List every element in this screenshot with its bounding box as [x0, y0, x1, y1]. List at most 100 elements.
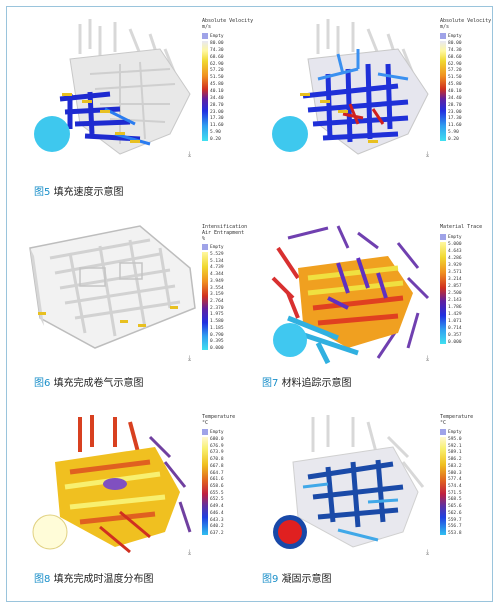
colorbar-tick-label: 649.4 [210, 504, 224, 510]
empty-swatch [440, 234, 446, 240]
colorbar-tick-label: 664.7 [210, 470, 224, 476]
colorbar-tick-label: 595.0 [448, 437, 462, 442]
colorbar-tick-label: 586.2 [448, 457, 462, 463]
empty-swatch [440, 429, 446, 435]
legend-unit: °C [202, 420, 209, 426]
legend-unit: °C [440, 420, 447, 426]
temp8-colorbar [202, 437, 208, 535]
colorbar-tick-label: 589.1 [448, 450, 462, 456]
colorbar-tick-label: 5.529 [210, 252, 224, 257]
empty-label: Empty [210, 34, 224, 39]
colorbar-tick-label: 1.786 [448, 305, 462, 310]
colorbar-tick-label: 643.3 [210, 517, 224, 523]
empty-swatch [202, 429, 208, 435]
colorbar-tick-label: 57.20 [448, 68, 462, 74]
colorbar-tick-label: 34.40 [210, 95, 224, 101]
svg-text:⤓: ⤓ [188, 354, 191, 362]
legend-title: Absolute Velocity [440, 18, 492, 24]
caption-fig5: 图5 填充速度示意图 [34, 183, 124, 198]
colorbar-tick-label: 68.60 [448, 54, 462, 60]
colorbar-tick-label: 2.370 [210, 305, 224, 311]
colorbar-tick-label: 3.214 [448, 277, 462, 282]
colorbar-tick-label: 4.643 [448, 249, 462, 254]
colorbar-tick-label: 0.357 [448, 333, 462, 338]
caption-fig7: 图7 材料追踪示意图 [262, 374, 352, 389]
colorbar-tick-label: 57.20 [210, 68, 224, 74]
trace-colorbar [440, 242, 446, 344]
caption-number: 图9 [262, 574, 279, 585]
caption-number: 图5 [34, 187, 51, 198]
colorbar-tick-label: 4.739 [210, 265, 224, 271]
colorbar-tick-label: 580.3 [448, 470, 462, 476]
colorbar-tick-label: 1.071 [448, 319, 462, 324]
colorbar-tick-label: 45.80 [448, 82, 462, 88]
colorbar-tick-label: 40.10 [448, 89, 462, 94]
velocity-render-right: ⤓ [272, 19, 429, 158]
colorbar-tick-label: 62.90 [210, 61, 224, 67]
legend-title: Intensification [202, 224, 248, 230]
caption-number: 图8 [34, 574, 51, 585]
colorbar-tick-label: 556.7 [448, 524, 462, 530]
colorbar-tick-label: 0.000 [210, 346, 224, 351]
colorbar-tick-label: 0.714 [448, 326, 462, 331]
colorbar-tick-label: 1.429 [448, 312, 462, 317]
colorbar-tick-label: 23.00 [448, 109, 462, 115]
legend-title: Temperature [440, 414, 474, 420]
caption-number: 图7 [262, 378, 279, 389]
colorbar-tick-label: 23.00 [210, 109, 224, 115]
colorbar-tick-label: 574.4 [448, 484, 462, 489]
legend-title-2: Air Entrapment [202, 230, 245, 236]
caption-text: 凝固示意图 [281, 574, 332, 585]
colorbar-tick-label: 568.5 [448, 497, 462, 503]
colorbar-tick-label: 655.5 [210, 490, 224, 496]
figure-frame [6, 6, 493, 602]
caption-fig8: 图8 填充完成时温度分布图 [34, 570, 154, 585]
caption-fig6: 图6 填充完成卷气示意图 [34, 374, 144, 389]
colorbar-tick-label: 2.143 [448, 298, 462, 303]
svg-text:⤓: ⤓ [188, 150, 191, 158]
colorbar-tick-label: 673.9 [210, 450, 224, 456]
svg-text:⤓: ⤓ [426, 150, 429, 158]
entrapment-colorbar [202, 252, 208, 350]
velocity-colorbar [440, 41, 446, 141]
colorbar-tick-label: 0.20 [210, 137, 221, 142]
colorbar-tick-label: 11.60 [210, 123, 224, 129]
colorbar-tick-label: 583.2 [448, 463, 462, 469]
velocity-render-left: ⤓ [34, 19, 191, 158]
colorbar-tick-label: 658.6 [210, 484, 224, 489]
colorbar-tick-label: 1.580 [210, 319, 224, 325]
colorbar-tick-label: 5.90 [448, 130, 459, 136]
colorbar-tick-label: 68.60 [210, 54, 224, 60]
material-trace-render: ⤓ [271, 225, 429, 365]
colorbar-tick-label: 4.286 [448, 256, 462, 261]
caption-number: 图6 [34, 378, 51, 389]
caption-text: 填充完成时温度分布图 [53, 574, 154, 585]
empty-swatch [202, 244, 208, 250]
empty-label: Empty [448, 430, 462, 435]
colorbar-tick-label: 28.70 [448, 102, 462, 108]
colorbar-tick-label: 592.1 [448, 443, 462, 449]
colorbar-tick-label: 637.2 [210, 531, 224, 536]
colorbar-tick-label: 2.500 [448, 291, 462, 296]
colorbar-tick-label: 3.949 [210, 278, 224, 284]
colorbar-tick-label: 2.857 [448, 284, 462, 289]
colorbar-tick-label: 2.764 [210, 299, 224, 304]
colorbar-tick-label: 646.4 [210, 510, 224, 516]
colorbar-tick-label: 74.30 [448, 47, 462, 53]
caption-fig9: 图9 凝固示意图 [262, 570, 332, 585]
temp9-colorbar [440, 437, 446, 535]
empty-label: Empty [448, 34, 462, 39]
colorbar-tick-label: 51.50 [210, 75, 224, 81]
colorbar-tick-label: 80.00 [448, 41, 462, 46]
air-entrapment-render: ⤓ [29, 225, 196, 362]
legend-unit: m/s [202, 24, 212, 30]
empty-swatch [440, 33, 446, 39]
colorbar-tick-label: 0.20 [448, 137, 459, 142]
colorbar-tick-label: 565.6 [448, 504, 462, 510]
colorbar-tick-label: 571.5 [448, 490, 462, 496]
colorbar-tick-label: 28.70 [210, 102, 224, 108]
colorbar-tick-label: 5.134 [210, 258, 224, 264]
colorbar-tick-label: 62.90 [448, 61, 462, 67]
legend-title: Absolute Velocity [202, 18, 254, 24]
caption-text: 填充完成卷气示意图 [53, 378, 144, 389]
